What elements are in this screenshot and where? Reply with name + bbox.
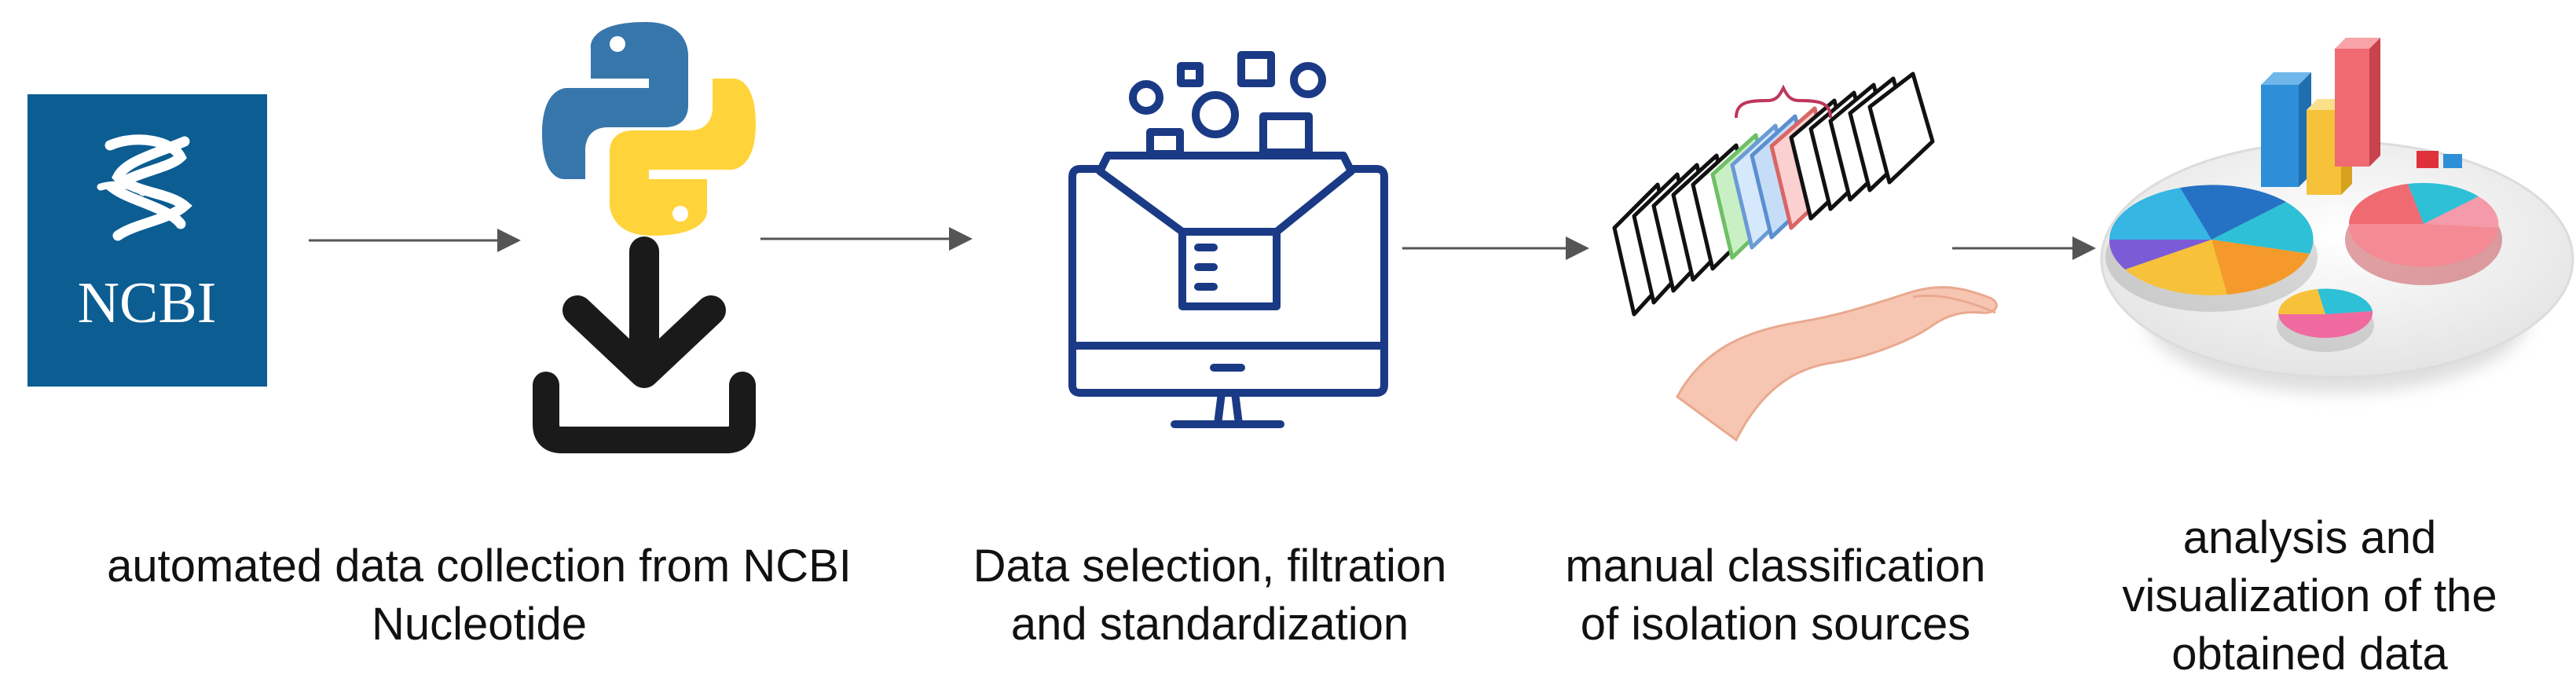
caption-line: and standardization [1010,599,1409,650]
hand-cards-icon [1612,71,1998,442]
step-caption-selection: Data selection, filtration and standardi… [919,537,1501,654]
caption-line: obtained data [2171,629,2448,680]
caption-line: Data selection, filtration [973,541,1447,592]
caption-line: visualization of the [2122,570,2497,621]
ncbi-logo-text: NCBI [78,271,217,335]
caption-line: Nucleotide [371,599,588,650]
ncbi-logo-icon: NCBI [27,94,267,387]
caption-line: manual classification [1565,541,1986,592]
caption-line: analysis and [2182,512,2437,563]
funnel-monitor-icon [1068,51,1388,428]
step-caption-classification: manual classification of isolation sourc… [1508,537,2043,654]
step-caption-analysis: analysis and visualization of the obtain… [2058,509,2561,684]
step-caption-collection: automated data collection from NCBI Nucl… [47,537,911,654]
caption-line: of isolation sources [1580,599,1971,650]
download-icon [533,236,756,453]
python-icon [542,22,756,236]
caption-line: automated data collection from NCBI [107,541,852,592]
charts-icon [2100,38,2574,393]
